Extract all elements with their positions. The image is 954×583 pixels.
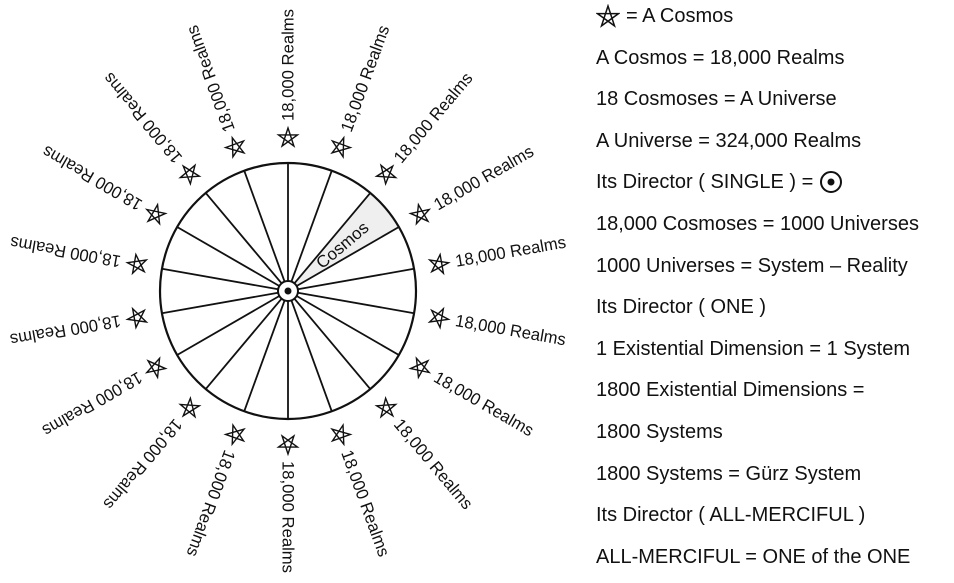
legend-line: = A Cosmos [596,4,733,28]
cosmos-star-icon [427,252,451,276]
legend-text: 1800 Systems = Gürz System [596,462,862,485]
legend-line: 1800 Existential Dimensions = [596,378,864,402]
cosmos-star-icon [276,125,300,148]
legend-text: Its Director ( ALL-MERCIFUL ) [596,504,866,527]
realms-label: 18,000 Realms [183,23,239,135]
realms-label: 18,000 Realms [279,461,298,573]
legend-line: 1000 Universes = System – Reality [596,254,908,278]
legend-text: 1800 Systems [596,421,723,443]
cosmos-star-icon [330,422,353,447]
realms-label: 18,000 Realms [99,69,186,167]
legend-text: 18,000 Cosmoses = 1000 Universes [596,213,919,235]
realms-label: 18,000 Realms [454,233,568,271]
legend-line: ALL-MERCIFUL = ONE of the ONE [596,545,910,569]
realms-label: 18,000 Realms [390,69,477,167]
segment-spoke [161,267,279,291]
cosmos-star-icon [125,252,149,276]
segment-spoke [205,192,283,284]
legend-line: 18 Cosmoses = A Universe [596,87,837,111]
cosmos-star-icon [125,306,149,330]
realms-label: 18,000 Realms [390,415,477,513]
cosmos-star-icon [408,356,432,380]
segment-spoke [243,170,286,282]
cosmos-highlight-wedge [288,192,399,291]
legend-text: 1 Existential Dimension = 1 System [596,337,911,360]
cosmos-star-icon [223,135,246,160]
cosmos-star-icon [330,135,353,160]
circled-dot-icon [820,171,843,194]
cosmos-star-icon [408,202,432,226]
legend-line: 1 Existential Dimension = 1 System [596,337,910,361]
segment-spoke [296,295,400,356]
realms-label: 18,000 Realms [454,311,568,349]
realms-label: 18,000 Realms [9,233,123,271]
realms-label: 18,000 Realms [9,311,123,349]
cosmos-star-icon [374,163,398,187]
pentagram-icon [596,4,620,28]
realms-label: 18,000 Realms [39,368,145,440]
cosmos-star-icon [374,395,398,419]
realms-label: 18,000 Realms [99,415,186,513]
cosmos-star-icon [144,202,168,226]
segment-spoke [205,298,283,390]
realms-label: 18,000 Realms [430,368,536,440]
legend-line: A Cosmos = 18,000 Realms [596,46,844,70]
segment-spoke [290,170,333,282]
realms-label: 18,000 Realms [183,447,239,559]
legend-line: Its Director ( SINGLE ) = [596,170,843,194]
legend-text: ALL-MERCIFUL = ONE of the ONE [596,545,911,568]
segment-spoke [296,226,400,287]
legend-line: 1800 Systems = Gürz System [596,462,861,486]
legend-text: A Universe = 324,000 Realms [596,129,862,152]
cosmos-star-icon [178,163,202,187]
cosmos-star-icon [276,434,300,457]
segment-spoke [176,226,280,287]
legend-text: A Cosmos = 18,000 Realms [596,46,845,69]
legend-line: A Universe = 324,000 Realms [596,129,861,153]
legend-text: 1800 Existential Dimensions = [596,379,865,402]
segment-spoke [297,291,415,315]
legend-line: 18,000 Cosmoses = 1000 Universes [596,212,919,236]
legend-text: Its Director ( ONE ) [596,296,767,319]
cosmos-star-icon [427,306,451,330]
cosmos-star-icon [178,395,202,419]
legend-text: Its Director ( SINGLE ) = [596,171,814,194]
realms-label: 18,000 Realms [337,447,393,559]
realms-label: 18,000 Realms [279,9,298,121]
legend-line: Its Director ( ONE ) [596,295,766,319]
legend-text: 1000 Universes = System – Reality [596,254,908,277]
realms-label: 18,000 Realms [337,23,393,135]
legend-line: 1800 Systems [596,420,723,444]
legend-line: Its Director ( ALL-MERCIFUL ) [596,503,865,527]
segment-spoke [297,267,415,291]
segment-spoke [293,192,371,284]
legend-text: = A Cosmos [626,5,734,27]
realms-label: 18,000 Realms [39,142,145,214]
cosmos-star-icon [144,356,168,380]
segment-spoke [293,298,371,390]
cosmos-star-icon [223,422,246,447]
segment-spoke [161,291,279,315]
segment-spoke [290,300,333,412]
realms-label: 18,000 Realms [430,142,536,214]
director-center-dot [284,287,292,295]
segment-spoke [176,295,280,356]
segment-spoke [243,300,286,412]
legend-text: 18 Cosmoses = A Universe [596,88,837,111]
